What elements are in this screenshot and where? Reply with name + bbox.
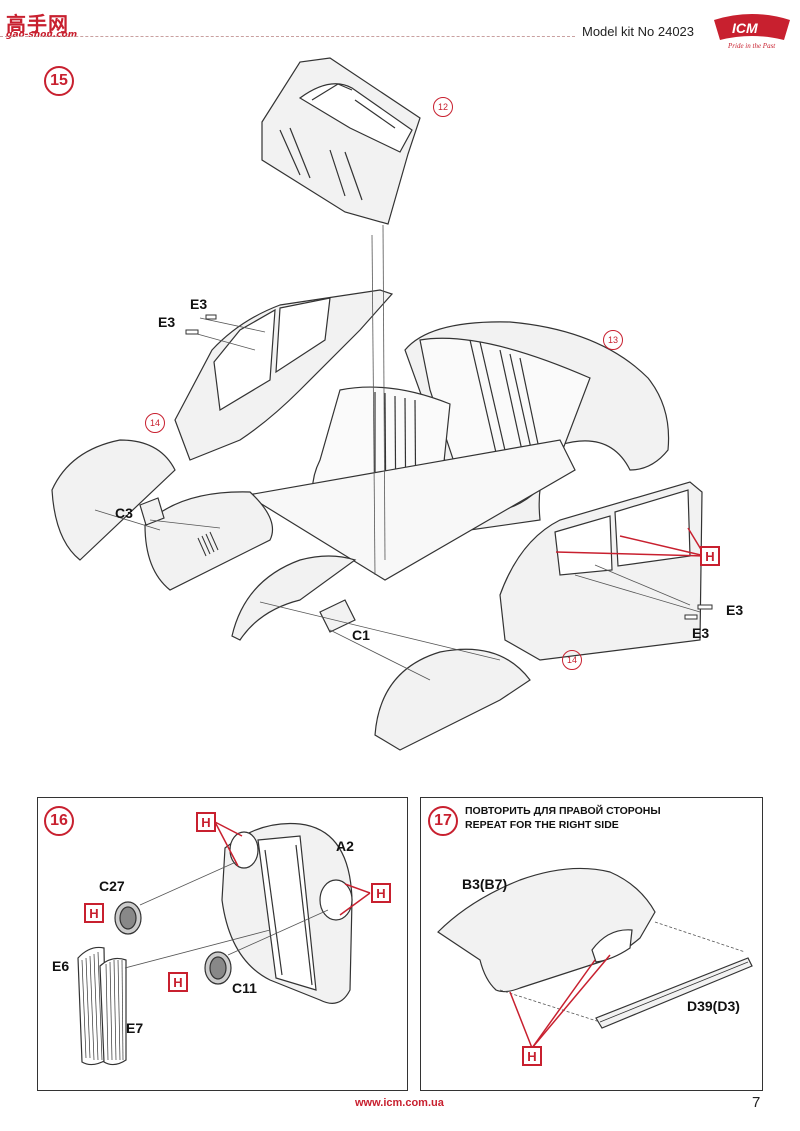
running-board-d39 <box>595 957 753 1029</box>
label-e6: E6 <box>52 958 70 974</box>
h-marker-step15: H <box>700 546 720 566</box>
label-e3-right-lower: E3 <box>692 625 710 641</box>
label-e7: E7 <box>126 1020 144 1036</box>
watermark-subtext: gao-shou.com <box>6 30 78 40</box>
ref-step-12: 12 <box>433 97 453 117</box>
footer-url: www.icm.com.ua <box>355 1097 444 1109</box>
label-c11: C11 <box>232 980 257 996</box>
page-number: 7 <box>752 1094 761 1111</box>
ref-step-13: 13 <box>603 330 623 350</box>
h-marker-a2-right: H <box>371 883 391 903</box>
label-c27: C27 <box>99 878 125 894</box>
step-17-panel <box>420 797 763 1091</box>
label-e3-lower: E3 <box>158 314 176 330</box>
watermark-logo: 高手网 <box>6 12 69 36</box>
logo-slogan: Pride in the Past <box>728 42 776 50</box>
label-c1: C1 <box>352 627 370 643</box>
part-c1 <box>319 599 356 633</box>
label-c3: C3 <box>115 505 133 521</box>
label-b3-b7: B3(B7) <box>462 876 508 892</box>
h-marker-c11: H <box>168 972 188 992</box>
label-e3-right-upper: E3 <box>726 602 744 618</box>
note-english: REPEAT FOR THE RIGHT SIDE <box>465 819 619 831</box>
ref-step-14-left: 14 <box>145 413 165 433</box>
logo-text: ICM <box>732 20 758 36</box>
h-marker-c27: H <box>84 903 104 923</box>
step-16-number: 16 <box>44 806 74 836</box>
note-russian: ПОВТОРИТЬ ДЛЯ ПРАВОЙ СТОРОНЫ <box>465 805 661 817</box>
left-door-panel <box>174 289 394 461</box>
h-marker-a2-left: H <box>196 812 216 832</box>
ref-step-14-right: 14 <box>562 650 582 670</box>
front-left-fender <box>231 555 357 641</box>
front-right-fender <box>374 648 531 751</box>
label-a2: A2 <box>336 838 354 854</box>
step-17-number: 17 <box>428 806 458 836</box>
left-rear-fender <box>51 439 176 561</box>
label-d39-d3: D39(D3) <box>687 998 740 1014</box>
part-c3 <box>139 497 165 526</box>
h-marker-step17: H <box>522 1046 542 1066</box>
icm-logo: ICM Pride in the Past <box>710 10 794 52</box>
step-16-panel <box>37 797 408 1091</box>
step-15-number: 15 <box>44 66 74 96</box>
kit-number-title: Model kit No 24023 <box>582 24 695 39</box>
label-e3-upper: E3 <box>190 296 208 312</box>
header-rule <box>0 36 575 37</box>
